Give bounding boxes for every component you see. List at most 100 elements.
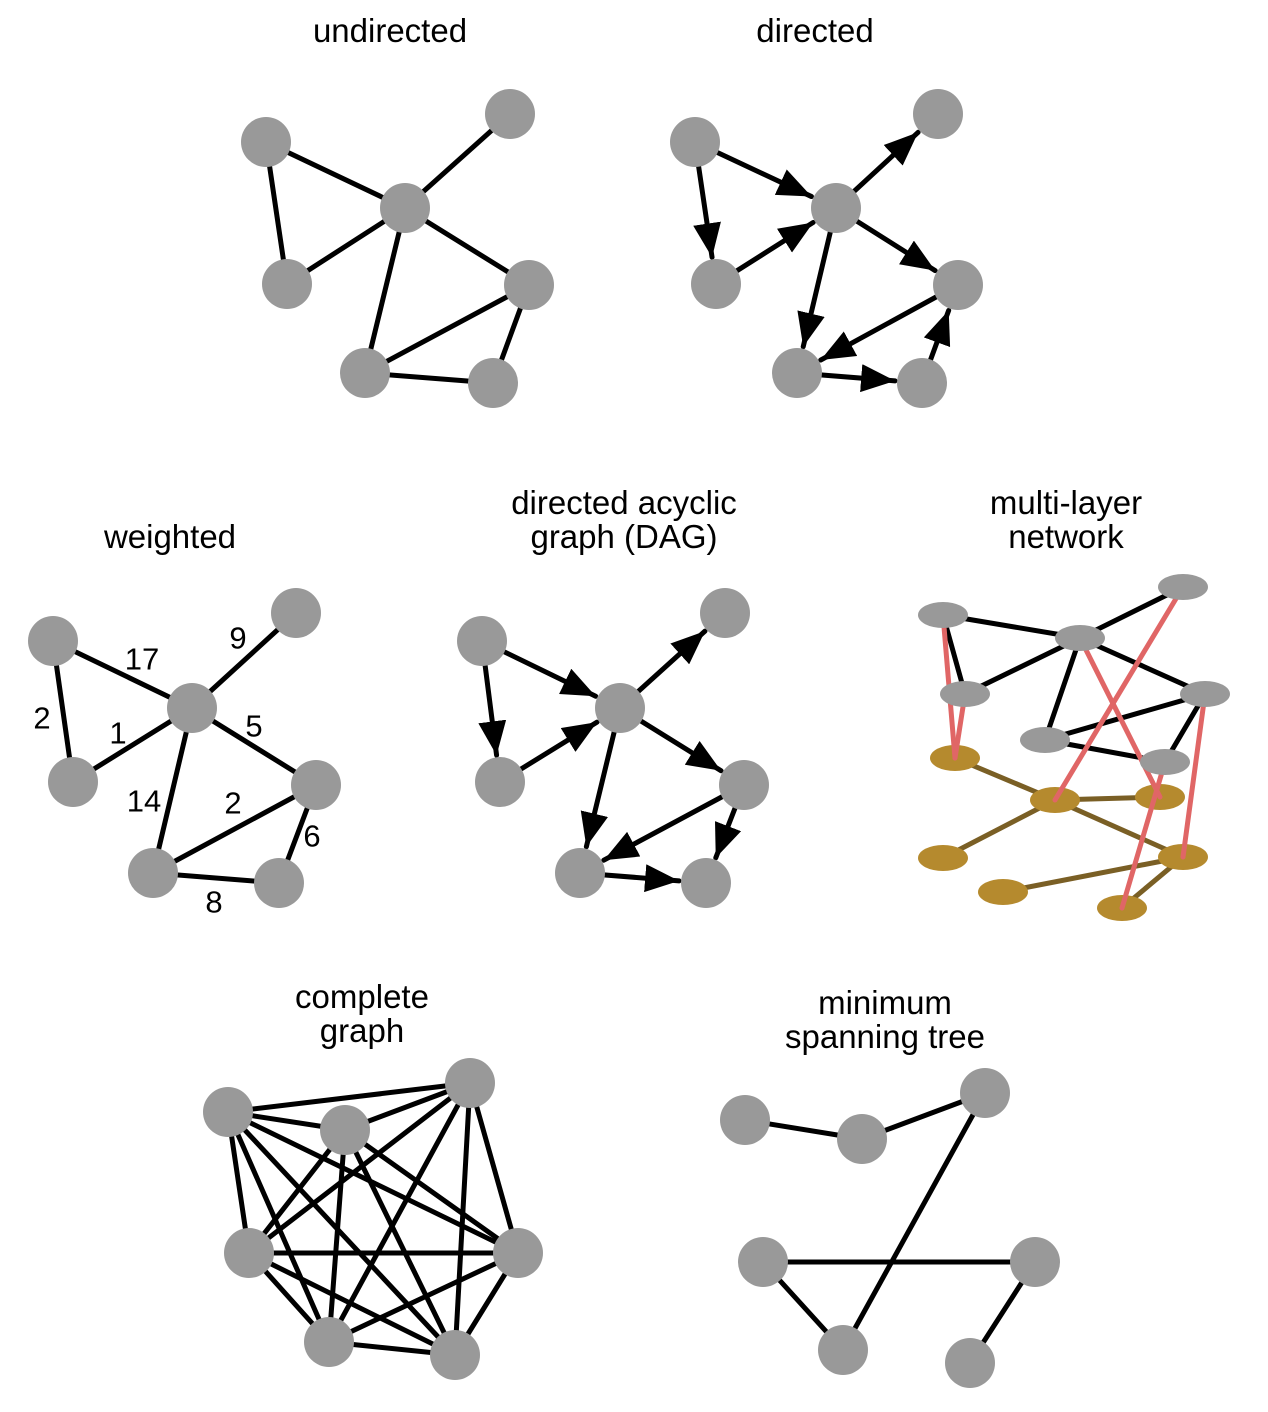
undirected-edge-E-F <box>362 282 532 376</box>
complete-edge-A-F <box>225 1109 332 1345</box>
multilayer-upper-node <box>1180 681 1230 707</box>
directed-edge-E-F <box>818 282 961 363</box>
multilayer-interlayer-edge <box>1180 691 1208 860</box>
directed-graph <box>670 89 983 408</box>
complete-edge-B-D <box>246 1080 473 1256</box>
dag-node-F <box>555 848 605 898</box>
directed-node-B <box>913 89 963 139</box>
complete-edge-A-B <box>225 1080 473 1115</box>
undirected-node-F <box>340 348 390 398</box>
weighted-node-B <box>271 588 321 638</box>
complete-node-A <box>203 1087 253 1137</box>
weighted-weight-label: 8 <box>205 885 222 920</box>
weighted-title-line-1: weighted <box>103 518 236 555</box>
weighted-edge-E-F <box>150 782 319 876</box>
weighted-node-G <box>254 858 304 908</box>
undirected-title-line-1: undirected <box>313 12 467 49</box>
complete-edge-C-G <box>342 1127 458 1358</box>
weighted-weight-label: 6 <box>303 819 320 854</box>
undirected-node-D <box>262 259 312 309</box>
multilayer-lower-node <box>978 879 1028 905</box>
undirected-node-E <box>504 260 554 310</box>
dag-node-E <box>719 760 769 810</box>
mst-node-C <box>960 1068 1010 1118</box>
multilayer-upper-edge <box>962 635 1083 697</box>
multilayer-interlayer-edge <box>1077 635 1163 800</box>
undirected-node-B <box>485 89 535 139</box>
mst-title-line-2: spanning tree <box>785 1018 985 1055</box>
weighted-node-D <box>48 757 98 807</box>
directed-node-C <box>811 183 861 233</box>
multilayer-lower-edge <box>1052 797 1186 860</box>
complete-node-B <box>445 1058 495 1108</box>
multilayer-lower-node <box>918 845 968 871</box>
multilayer-upper-edge <box>940 612 968 697</box>
mst-node-G <box>945 1338 995 1388</box>
directed-title-line-1: directed <box>756 12 873 49</box>
multilayer-upper-node <box>1158 574 1208 600</box>
weighted-weight-label: 5 <box>245 709 262 744</box>
weighted-node-F <box>128 848 178 898</box>
mst-node-A <box>720 1095 770 1145</box>
undirected-graph <box>241 89 554 408</box>
mst-node-E <box>1010 1237 1060 1287</box>
directed-node-E <box>933 260 983 310</box>
multilayer-interlayer-edge <box>1119 759 1168 911</box>
complete-edge-B-F <box>326 1080 473 1345</box>
weighted-weight-label: 2 <box>224 786 241 821</box>
directed-node-G <box>897 358 947 408</box>
complete-edge-E-F <box>326 1250 521 1345</box>
weighted-weight-label: 9 <box>229 621 246 656</box>
multilayer-upper-node <box>1020 727 1070 753</box>
undirected-node-G <box>468 358 518 408</box>
multilayer-upper-node <box>1140 749 1190 775</box>
dag-graph <box>457 588 769 908</box>
complete-title-line-1: complete <box>295 978 429 1015</box>
weighted-weight-label: 2 <box>33 701 50 736</box>
dag-node-G <box>681 858 731 908</box>
undirected-node-C <box>380 183 430 233</box>
multilayer-title-line-1: multi-layer <box>990 484 1142 521</box>
complete-node-F <box>304 1317 354 1367</box>
weighted-weight-label: 17 <box>125 642 159 677</box>
multilayer-upper-edge <box>1042 635 1083 743</box>
weighted-edge-A-C <box>50 638 195 711</box>
complete-edge-A-G <box>225 1109 458 1358</box>
mst-edge-C-F <box>840 1090 988 1353</box>
dag-node-A <box>457 616 507 666</box>
complete-node-G <box>430 1330 480 1380</box>
dag-title-line-2: graph (DAG) <box>530 518 717 555</box>
complete-title-line-2: graph <box>320 1012 404 1049</box>
multilayer-upper-node <box>1055 625 1105 651</box>
mst-node-F <box>818 1325 868 1375</box>
mst-node-B <box>837 1114 887 1164</box>
complete-edge-C-F <box>326 1127 348 1345</box>
multilayer-upper-node <box>918 602 968 628</box>
undirected-edge-A-C <box>263 139 408 211</box>
directed-node-A <box>670 117 720 167</box>
weighted-node-E <box>291 760 341 810</box>
complete-edge-B-G <box>452 1080 473 1358</box>
mst-node-D <box>738 1237 788 1287</box>
weighted-edge-C-F <box>150 705 195 876</box>
multilayer-title-line-2: network <box>1008 518 1124 555</box>
directed-node-D <box>691 259 741 309</box>
mst-graph <box>720 1068 1060 1388</box>
weighted-weight-label: 14 <box>127 784 161 819</box>
dag-node-B <box>700 588 750 638</box>
complete-node-C <box>320 1105 370 1155</box>
dag-node-C <box>595 683 645 733</box>
weighted-node-A <box>28 616 78 666</box>
complete-node-E <box>493 1228 543 1278</box>
weighted-weight-label: 1 <box>109 716 126 751</box>
weighted-graph: 17 9 2 1 5 14 2 8 6 <box>28 588 341 920</box>
complete-edge-C-E <box>342 1127 521 1256</box>
undirected-node-A <box>241 117 291 167</box>
multilayer-lower-edge <box>1000 854 1186 895</box>
multilayer-upper-edge <box>1042 691 1208 743</box>
complete-edge-C-D <box>246 1127 348 1256</box>
complete-edge-B-E <box>467 1080 521 1256</box>
undirected-edge-C-F <box>362 205 408 376</box>
complete-node-D <box>224 1228 274 1278</box>
